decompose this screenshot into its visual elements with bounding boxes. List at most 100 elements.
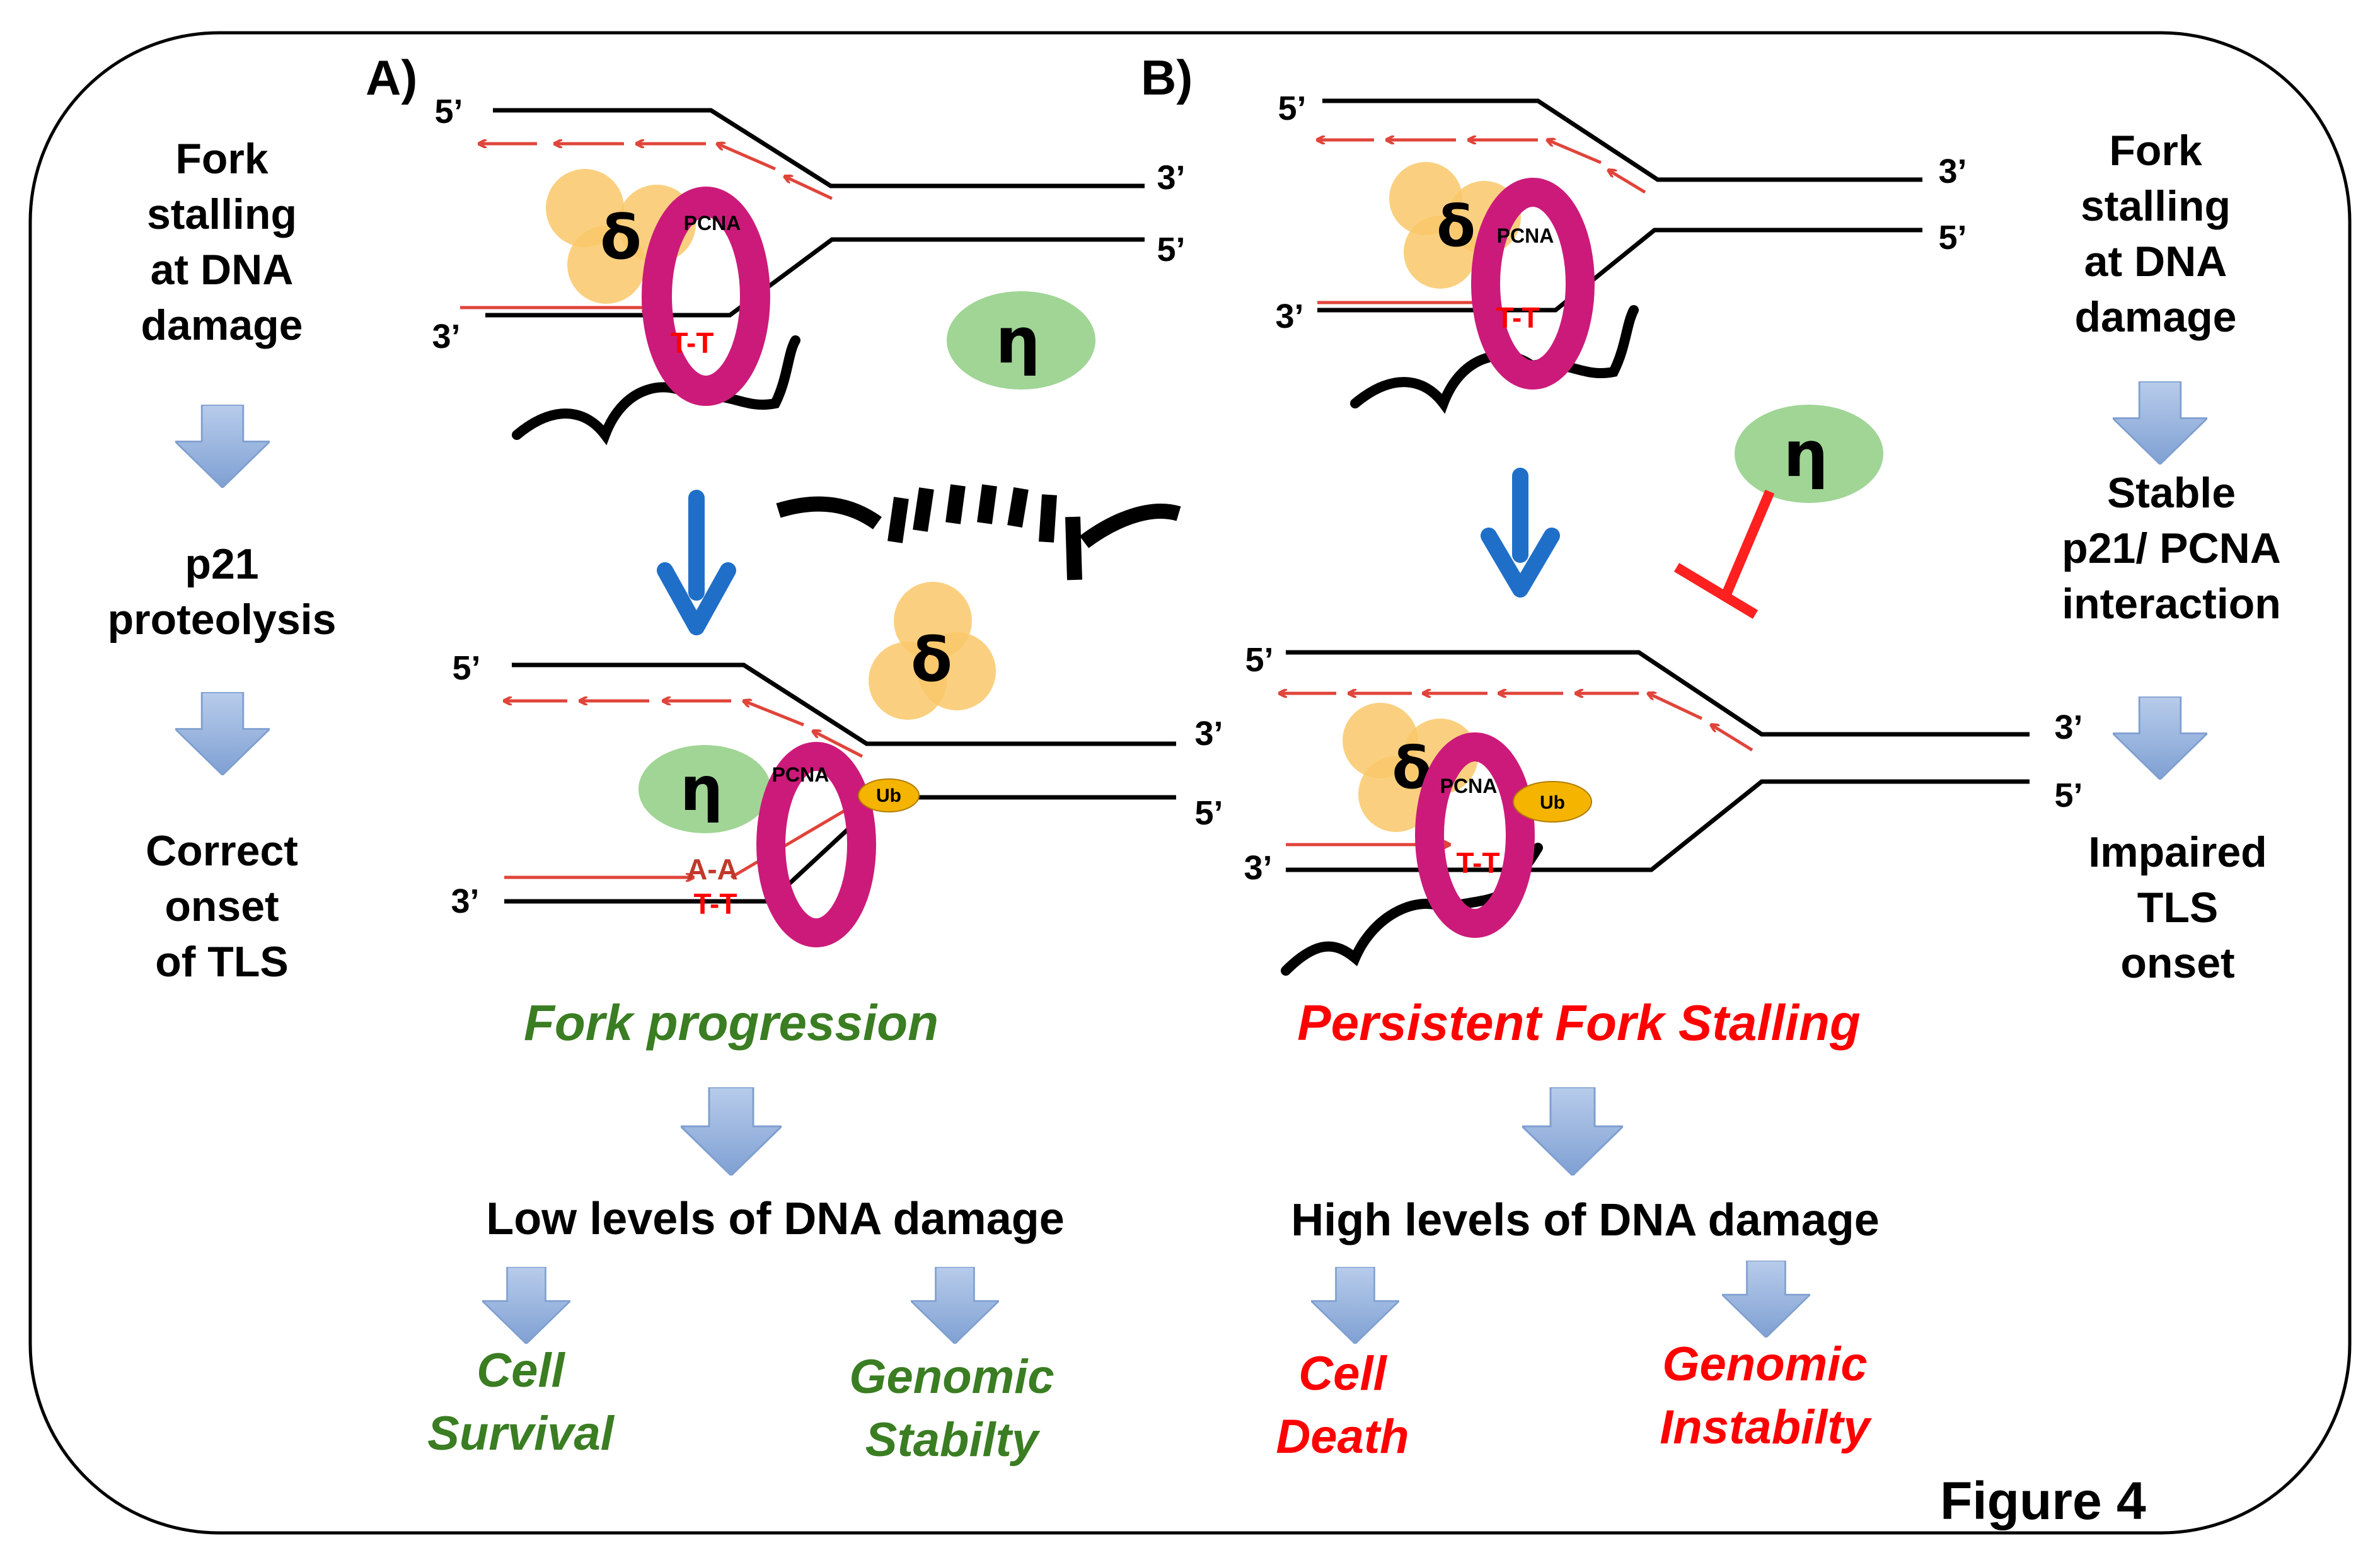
eta-symbol: η xyxy=(1783,417,1828,491)
dna-strand xyxy=(1322,98,1922,182)
text-line: onset xyxy=(165,882,279,930)
panel-b-step-2: Stable p21/ PCNA interaction xyxy=(2062,469,2281,628)
pcna-label: PCNA xyxy=(772,763,829,786)
text-line: Cell xyxy=(1298,1347,1387,1401)
base-pair-label: A-A xyxy=(686,853,738,886)
block-arrow-icon xyxy=(1522,1087,1623,1176)
figure-frame xyxy=(28,31,2352,1535)
text-line: stalling xyxy=(2081,182,2231,230)
dna-strand xyxy=(512,662,1176,746)
inhibition-icon xyxy=(1721,489,1775,598)
text-line: at DNA xyxy=(151,246,294,294)
strand-end-label: 3’ xyxy=(1194,715,1223,753)
inhibition-bar xyxy=(1673,563,1759,619)
pcna-label: PCNA xyxy=(684,212,741,234)
figure-label: Figure 4 xyxy=(1940,1471,2146,1530)
strand-end-label: 3’ xyxy=(1244,849,1272,887)
strand-end-label: 3’ xyxy=(432,318,460,355)
strand-end-label: 5’ xyxy=(1245,641,1273,679)
strand-end-label: 5’ xyxy=(1157,231,1185,269)
text-line: Instabilty xyxy=(1660,1401,1872,1454)
released-strand-icon xyxy=(776,484,1181,581)
okazaki-primers xyxy=(479,144,833,200)
dna-strand xyxy=(485,237,1145,318)
text-line: damage xyxy=(141,301,303,349)
pcna-ring: PCNA xyxy=(1415,732,1535,938)
text-line: Fork xyxy=(175,135,269,183)
text-line: Stable xyxy=(2107,469,2236,517)
dna-strand xyxy=(1286,779,2030,872)
panel-a-bottom-fork: 5’ 3’ 5’ 3’ δ η xyxy=(451,582,1223,947)
panel-b-bottom-fork: 5’ 3’ 5’ 3’ δ PCNA xyxy=(1244,641,2083,976)
pcna-ring: PCNA xyxy=(756,742,876,947)
panel-a-top-fork: 5’ 3’ 5’ 3’ δ PCNA xyxy=(432,93,1186,446)
panel-b-label: B) xyxy=(1141,50,1193,105)
block-arrow-icon xyxy=(2113,381,2207,465)
process-arrow-head xyxy=(1481,528,1560,598)
text-line: proteolysis xyxy=(108,596,337,644)
lesion-label: T-T xyxy=(1496,301,1540,334)
text-line: damage xyxy=(2075,293,2237,341)
pcna-ring: PCNA xyxy=(642,187,770,406)
strand-end-label: 3’ xyxy=(1157,159,1185,197)
text-line: of TLS xyxy=(155,938,289,986)
text-line: p21/ PCNA xyxy=(2062,524,2281,572)
text-line: stalling xyxy=(147,190,297,238)
text-line: p21 xyxy=(185,540,258,588)
text-line: Cell xyxy=(477,1344,565,1397)
block-arrow-icon xyxy=(1722,1261,1810,1338)
okazaki-primers xyxy=(504,701,864,758)
block-arrow-icon xyxy=(482,1267,570,1344)
strand-end-label: 5’ xyxy=(1194,794,1223,832)
strand-end-label: 5’ xyxy=(2054,777,2082,814)
delta-symbol: δ xyxy=(1436,194,1476,260)
text-line: Survival xyxy=(427,1407,615,1460)
panel-b-top-fork: 5’ 3’ 5’ 3’ δ PCNA T-T xyxy=(1275,90,1967,414)
ub-label: Ub xyxy=(876,785,901,806)
dna-strand xyxy=(504,795,1176,904)
block-arrow-icon xyxy=(2113,696,2207,780)
text-line: Genomic xyxy=(1662,1338,1867,1391)
panel-a-step-1: Fork stalling at DNA damage xyxy=(141,135,303,349)
polymerase-eta: η xyxy=(638,745,771,833)
polymerase-delta: δ xyxy=(869,582,996,720)
eta-symbol: η xyxy=(680,754,723,824)
polymerase-eta-blocked: η xyxy=(1673,405,1883,619)
delta-symbol: δ xyxy=(911,625,952,695)
text-line: Fork xyxy=(2109,127,2202,175)
strand-end-label: 3’ xyxy=(1938,153,1967,190)
block-arrow-icon xyxy=(175,692,270,775)
text-line: Death xyxy=(1276,1410,1409,1464)
lesion-label: T-T xyxy=(671,326,714,359)
text-line: Stabilty xyxy=(865,1413,1041,1467)
strand-end-label: 5’ xyxy=(434,93,463,130)
dna-strand xyxy=(493,108,1145,188)
pcna-label: PCNA xyxy=(1440,775,1498,797)
panel-b-damage-level: High levels of DNA damage xyxy=(1291,1195,1880,1245)
lesion-label: T-T xyxy=(694,887,737,920)
text-line: onset xyxy=(2120,939,2234,987)
ubiquitin-tag: Ub xyxy=(858,778,920,812)
panel-b-outcome: Persistent Fork Stalling xyxy=(1297,995,1861,1051)
block-arrow-icon xyxy=(175,405,270,488)
eta-symbol: η xyxy=(995,304,1040,378)
strand-end-label: 5’ xyxy=(1938,219,1967,257)
panel-a-outcome: Fork progression xyxy=(524,995,939,1051)
strand-end-label: 3’ xyxy=(451,882,479,920)
ubiquitin-tag: Ub xyxy=(1513,781,1592,823)
process-arrow-head xyxy=(657,562,736,635)
text-line: interaction xyxy=(2062,580,2281,628)
okazaki-primers xyxy=(1317,140,1646,194)
strand-end-label: 5’ xyxy=(1278,90,1306,127)
delta-symbol: δ xyxy=(600,202,642,273)
text-line: TLS xyxy=(2137,884,2218,932)
lesion-label: T-T xyxy=(1457,846,1500,879)
